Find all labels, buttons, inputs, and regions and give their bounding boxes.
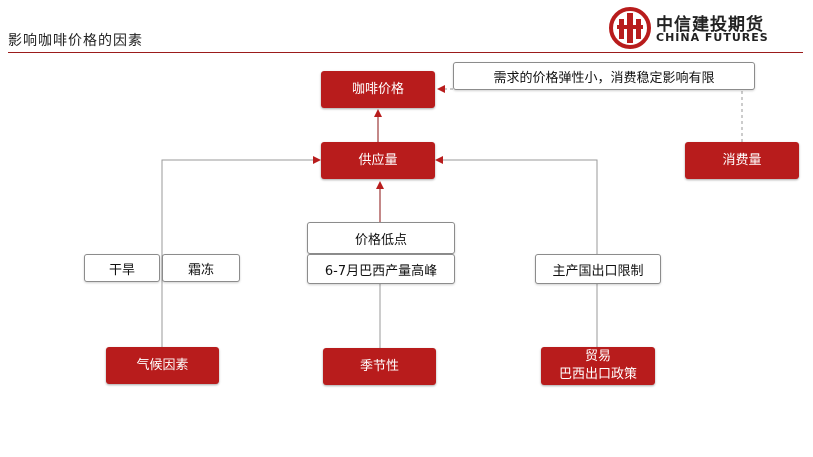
- harvest-peak-box: 6-7月巴西产量高峰: [307, 254, 455, 284]
- supply-box: 供应量: [321, 142, 435, 179]
- price-low-box: 价格低点: [307, 222, 455, 254]
- climate-label: 气候因素: [136, 357, 189, 373]
- drought-label: 干旱: [108, 262, 135, 278]
- demand-note-box: 需求的价格弹性小，消费稳定影响有限: [453, 62, 755, 90]
- title-divider: [8, 52, 803, 53]
- demand-note-label: 需求的价格弹性小，消费稳定影响有限: [493, 70, 715, 86]
- frost-box: 霜冻: [162, 254, 240, 282]
- supply-label: 供应量: [358, 152, 398, 168]
- trade-label: 贸易: [584, 349, 611, 364]
- logo-chinese-text: 中信建投期货: [656, 15, 764, 35]
- brazil-export-policy-label: 巴西出口政策: [558, 367, 637, 382]
- seasonality-box: 季节性: [323, 348, 436, 385]
- price-low-label: 价格低点: [354, 232, 407, 248]
- climate-box: 气候因素: [106, 347, 219, 384]
- drought-box: 干旱: [84, 254, 160, 282]
- company-logo: 中信建投期货 CHINA FUTURES: [606, 6, 806, 50]
- consumption-label: 消费量: [722, 152, 762, 168]
- frost-label: 霜冻: [187, 262, 214, 278]
- logo-english-text: CHINA FUTURES: [656, 31, 769, 44]
- coffee-price-label: 咖啡价格: [351, 81, 404, 97]
- trade-box: 贸易 巴西出口政策: [541, 347, 655, 385]
- export-limit-label: 主产国出口限制: [552, 263, 644, 279]
- coffee-price-box: 咖啡价格: [321, 71, 435, 108]
- page-title: 影响咖啡价格的因素: [8, 33, 143, 49]
- trade-to-supply-arrow: [435, 156, 598, 347]
- harvest-peak-label: 6-7月巴西产量高峰: [324, 263, 438, 279]
- export-limit-box: 主产国出口限制: [535, 254, 661, 284]
- logo-emblem-icon: [609, 7, 651, 49]
- climate-to-supply-arrow: [161, 156, 321, 347]
- consumption-to-price-arrow: [437, 85, 743, 142]
- seasonality-label: 季节性: [359, 358, 399, 374]
- consumption-box: 消费量: [685, 142, 799, 179]
